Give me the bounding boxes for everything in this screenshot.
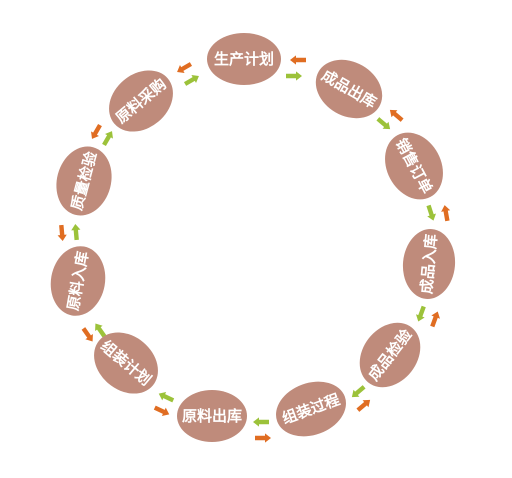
arrow-icon	[70, 223, 82, 241]
node-assembly-process: 组装过程	[276, 381, 346, 437]
arrow-icon	[386, 106, 406, 124]
arrow-icon	[413, 304, 429, 324]
node-production-plan: 生产计划	[207, 33, 281, 85]
arrow-icon	[79, 325, 97, 345]
arrow-icon	[88, 122, 104, 142]
arrow-icon	[174, 60, 194, 76]
node-ellipse	[385, 132, 443, 200]
arrow-icon	[156, 389, 176, 405]
node-ellipse	[109, 70, 173, 132]
node-label: 生产计划	[214, 50, 274, 68]
node-ellipse	[276, 381, 346, 437]
arrow-icon	[290, 55, 306, 65]
node-assembly-plan: 组装计划	[94, 332, 158, 394]
node-quality-inspection: 质量检验	[56, 146, 112, 216]
node-sales-order: 销售订单	[385, 132, 443, 200]
node-ellipse	[177, 390, 247, 442]
arrow-icon	[100, 128, 116, 148]
arrow-icon	[286, 71, 302, 81]
node-ellipse	[50, 246, 106, 316]
node-ellipse	[94, 332, 158, 394]
node-finished-goods-inbound: 成品入库	[402, 229, 456, 299]
arrow-icon	[354, 396, 374, 414]
arrow-icon	[348, 383, 368, 401]
node-finished-goods-inspection: 成品检验	[359, 322, 421, 388]
arrow-icon	[152, 403, 172, 419]
arrow-icon	[440, 204, 452, 222]
node-ellipse	[402, 229, 456, 299]
arrow-icon	[374, 115, 394, 133]
node-raw-material-inbound: 原料入库	[50, 246, 106, 316]
arrow-icon	[56, 224, 68, 242]
arrow-icon	[182, 72, 202, 88]
node-raw-material-purchase: 原料采购	[109, 70, 173, 132]
arrow-icon	[255, 433, 271, 443]
arrow-icon	[427, 309, 443, 329]
node-ellipse	[56, 146, 112, 216]
node-ellipse	[359, 322, 421, 388]
node-label: 成品入库	[417, 233, 440, 294]
arrow-icon	[253, 417, 269, 427]
node-finished-goods-outbound: 成品出库	[315, 59, 383, 119]
arrow-icon	[424, 203, 438, 223]
node-ellipse	[207, 33, 281, 85]
node-ellipse	[315, 59, 383, 119]
node-raw-material-outbound: 原料出库	[177, 390, 247, 442]
node-label: 原料出库	[182, 407, 242, 425]
